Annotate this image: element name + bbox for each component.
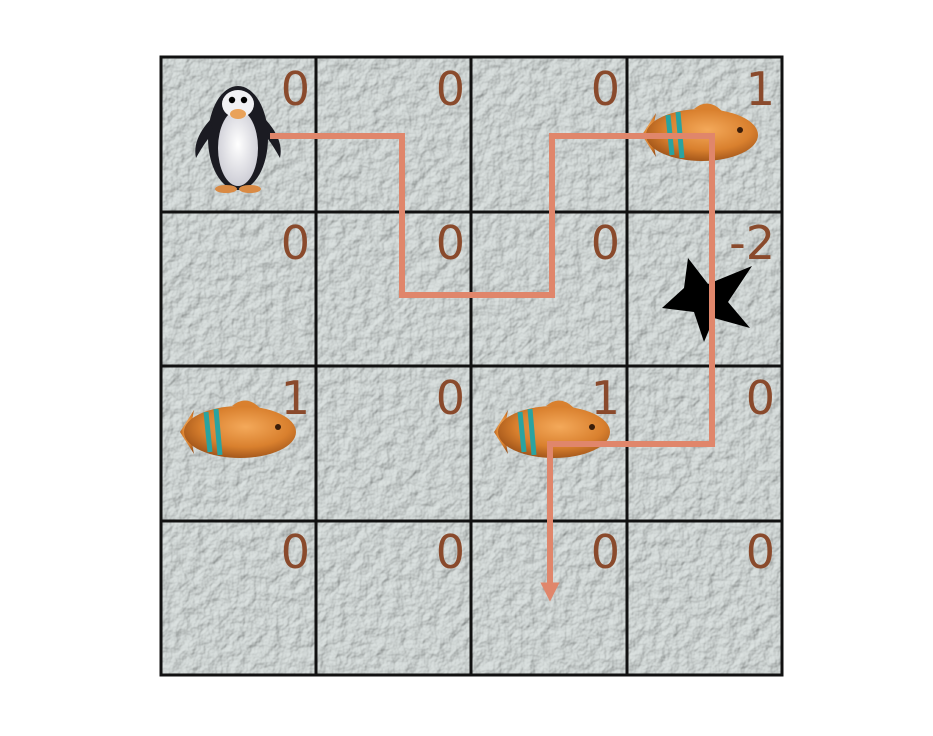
reward-cell-0-3: 1	[746, 62, 775, 116]
reward-cell-2-1: 0	[436, 371, 465, 425]
reward-labels: 0 0 0 1 0 0 0 -2 1 0 1 0 0 0 0 0	[281, 62, 775, 579]
reward-cell-3-2: 0	[591, 525, 620, 579]
grid-lines	[159, 55, 784, 677]
reward-cell-1-3: -2	[729, 216, 775, 270]
reward-cell-3-3: 0	[746, 525, 775, 579]
reward-cell-2-3: 0	[746, 371, 775, 425]
reward-cell-2-2: 1	[591, 371, 620, 425]
reward-cell-0-0: 0	[281, 62, 310, 116]
fish-icon	[180, 400, 296, 458]
reward-cell-0-2: 0	[591, 62, 620, 116]
reward-cell-3-1: 0	[436, 525, 465, 579]
reward-cell-1-1: 0	[436, 216, 465, 270]
penguin-icon	[195, 86, 281, 193]
reward-cell-1-0: 0	[281, 216, 310, 270]
trajectory-path	[270, 133, 715, 602]
hole-star-icon	[662, 258, 752, 342]
reward-cell-2-0: 1	[281, 371, 310, 425]
reward-cell-0-1: 0	[436, 62, 465, 116]
reward-cell-3-0: 0	[281, 525, 310, 579]
reward-cell-1-2: 0	[591, 216, 620, 270]
